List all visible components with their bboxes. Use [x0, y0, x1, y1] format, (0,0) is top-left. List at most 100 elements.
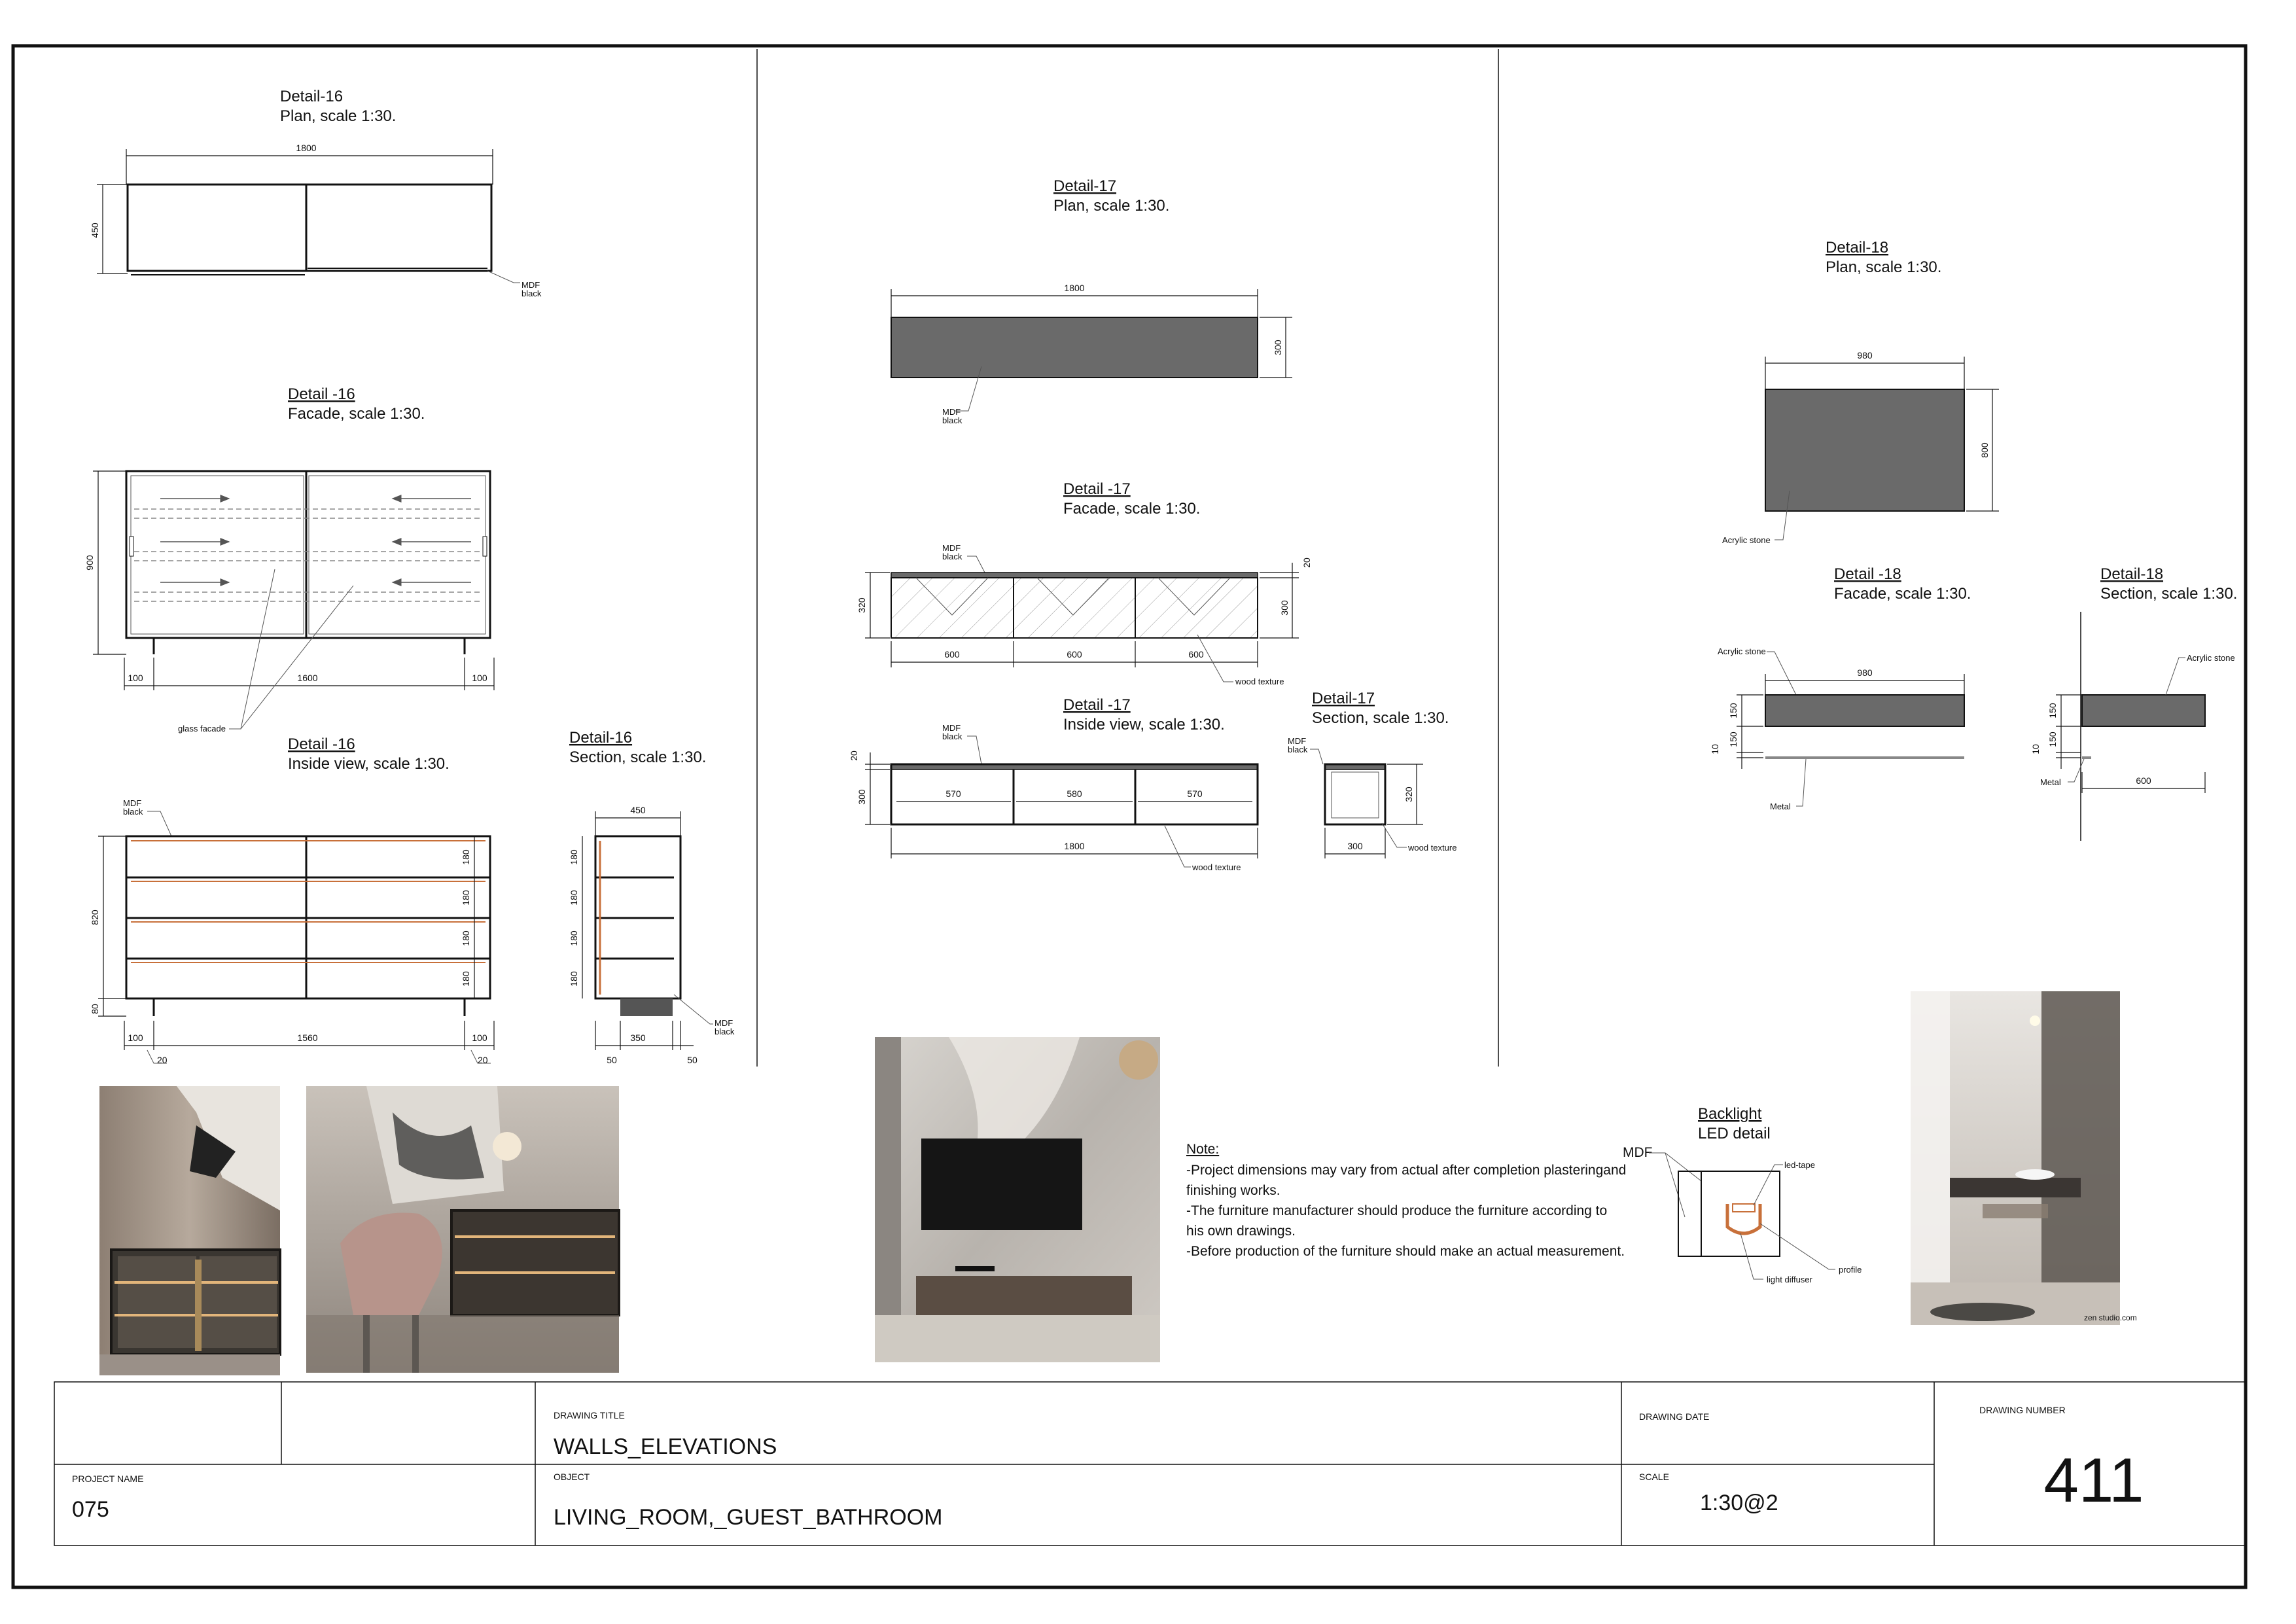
note-mdf: MDF	[1623, 1145, 1653, 1160]
dim-right-leg: 20	[478, 1055, 488, 1065]
dim-height-right: 300	[1279, 600, 1290, 616]
detail-title: Detail-16	[280, 88, 343, 105]
detail-subtitle: Facade, scale 1:30.	[1063, 500, 1200, 518]
detail-16-facade: Detail -16 Facade, scale 1:30. 900 100 1…	[84, 385, 495, 733]
dim-top: 20	[849, 750, 859, 761]
note-line-4: his own drawings.	[1186, 1224, 1296, 1239]
detail-title: Detail -16	[288, 735, 355, 753]
drawing-title: WALLS_ELEVATIONS	[554, 1434, 777, 1459]
dim-left: 50	[607, 1055, 617, 1065]
note-mdf: MDF	[942, 723, 961, 733]
detail-18-facade: Detail -18 Facade, scale 1:30. Acrylic s…	[1710, 565, 1971, 811]
project-name: 075	[72, 1497, 109, 1522]
dim-panel-3: 600	[1188, 649, 1204, 660]
reference-photo-bathroom: zen studio.com	[1911, 991, 2137, 1325]
note-acrylic-stone: Acrylic stone	[1718, 646, 1766, 656]
detail-17-section: Detail-17 Section, scale 1:30. MDF black…	[1288, 690, 1457, 858]
detail-subtitle: Section, scale 1:30.	[569, 749, 706, 766]
note-texture: wood texture	[1235, 677, 1284, 686]
detail-subtitle: Plan, scale 1:30.	[1053, 197, 1169, 215]
detail-subtitle: Section, scale 1:30.	[2100, 585, 2237, 603]
detail-subtitle: Facade, scale 1:30.	[1834, 585, 1971, 603]
detail-title: Detail-17	[1053, 177, 1116, 195]
detail-title: Detail -16	[288, 385, 355, 403]
note-black: black	[521, 289, 542, 298]
dim-width: 300	[1347, 841, 1363, 851]
dim-center: 1560	[297, 1033, 317, 1043]
detail-title: Detail -18	[1834, 565, 1901, 583]
dim-shelf-4: 180	[569, 971, 579, 987]
drawing-number-label: DRAWING NUMBER	[1979, 1405, 2066, 1415]
dim-gap: 150	[1728, 732, 1739, 747]
dim-height: 820	[90, 909, 100, 925]
title-block: DRAWING TITLE WALLS_ELEVATIONS OBJECT LI…	[54, 1381, 2246, 1546]
note-line-2: finishing works.	[1186, 1183, 1280, 1198]
dim-shelf-1: 180	[569, 849, 579, 865]
detail-17-inside-view: Detail -17 Inside view, scale 1:30. MDF …	[849, 696, 1259, 872]
reference-photo-sideboard-chair	[306, 1086, 620, 1373]
object-value: LIVING_ROOM,_GUEST_BATHROOM	[554, 1505, 942, 1530]
note-mdf: MDF	[942, 407, 961, 417]
note-black: black	[942, 732, 963, 741]
dim-metal: 10	[1710, 744, 1720, 754]
detail-16-section: Detail-16 Section, scale 1:30. 450 180 1…	[569, 729, 735, 1065]
dim-width: 450	[630, 805, 646, 815]
dim-panel-2: 600	[1067, 649, 1082, 660]
detail-17-plan: Detail-17 Plan, scale 1:30. 1800 300 MDF…	[891, 177, 1292, 425]
dim-width: 600	[2136, 775, 2151, 786]
note-profile: profile	[1839, 1265, 1862, 1275]
dim-panel-1: 600	[944, 649, 960, 660]
dim-height: 300	[857, 789, 867, 805]
detail-18-section: Detail-18 Section, scale 1:30. Acrylic s…	[2030, 565, 2237, 841]
dim-shelf-3: 180	[461, 930, 471, 946]
note-glass-facade: glass facade	[178, 724, 226, 733]
note-mdf: MDF	[123, 798, 141, 808]
dim-center: 350	[630, 1033, 646, 1043]
detail-title: Detail -17	[1063, 480, 1131, 498]
note-black: black	[715, 1027, 735, 1036]
drawing-title-label: DRAWING TITLE	[554, 1410, 625, 1421]
note-metal: Metal	[1770, 802, 1791, 811]
dim-shelf-3: 180	[569, 930, 579, 946]
note-heading: Note:	[1186, 1142, 1219, 1157]
dim-left: 100	[128, 673, 143, 683]
photo-watermark: zen studio.com	[2084, 1313, 2137, 1322]
dim-height-left: 320	[857, 597, 867, 613]
note-light-diffuser: light diffuser	[1767, 1275, 1813, 1284]
dim-depth: 450	[90, 222, 100, 238]
detail-16-plan: Detail-16 Plan, scale 1:30. 1800 450 MDF…	[90, 88, 542, 298]
detail-subtitle: Inside view, scale 1:30.	[288, 755, 450, 773]
dim-gap: 150	[2047, 732, 2058, 747]
dim-right: 50	[687, 1055, 698, 1065]
note-black: black	[123, 807, 143, 817]
drawing-number: 411	[2043, 1445, 2144, 1515]
detail-title: Detail -17	[1063, 696, 1131, 714]
note-led-tape: led-tape	[1784, 1160, 1815, 1170]
note-texture: wood texture	[1192, 862, 1241, 872]
detail-16-inside-view: Detail -16 Inside view, scale 1:30. MDF …	[90, 735, 495, 1065]
dim-shelf-4: 180	[461, 971, 471, 987]
reference-photo-tv-wall	[875, 1037, 1160, 1362]
dim-depth: 800	[1979, 442, 1990, 458]
dim-right: 100	[472, 1033, 487, 1043]
scale-label: SCALE	[1639, 1472, 1669, 1482]
dim-width: 1800	[1064, 283, 1084, 293]
detail-subtitle: LED detail	[1698, 1125, 1771, 1142]
dim-left: 100	[128, 1033, 143, 1043]
note-mdf: MDF	[1288, 736, 1306, 746]
dim-height: 900	[84, 555, 95, 571]
dim-width: 1800	[1064, 841, 1084, 851]
detail-title: Detail-18	[1826, 239, 1888, 256]
detail-title: Detail-16	[569, 729, 632, 747]
note-line-3: -The furniture manufacturer should produ…	[1186, 1203, 1607, 1218]
dim-shelf-2: 180	[569, 890, 579, 906]
note-mdf: MDF	[521, 280, 540, 290]
dim-metal: 10	[2030, 744, 2041, 754]
detail-subtitle: Section, scale 1:30.	[1312, 709, 1449, 727]
note-mdf: MDF	[715, 1018, 733, 1028]
dim-top: 20	[1301, 557, 1312, 568]
dim-panel-1: 570	[945, 788, 961, 799]
detail-subtitle: Plan, scale 1:30.	[280, 107, 396, 125]
dim-width: 980	[1857, 350, 1873, 361]
dim-height: 320	[1404, 786, 1414, 802]
